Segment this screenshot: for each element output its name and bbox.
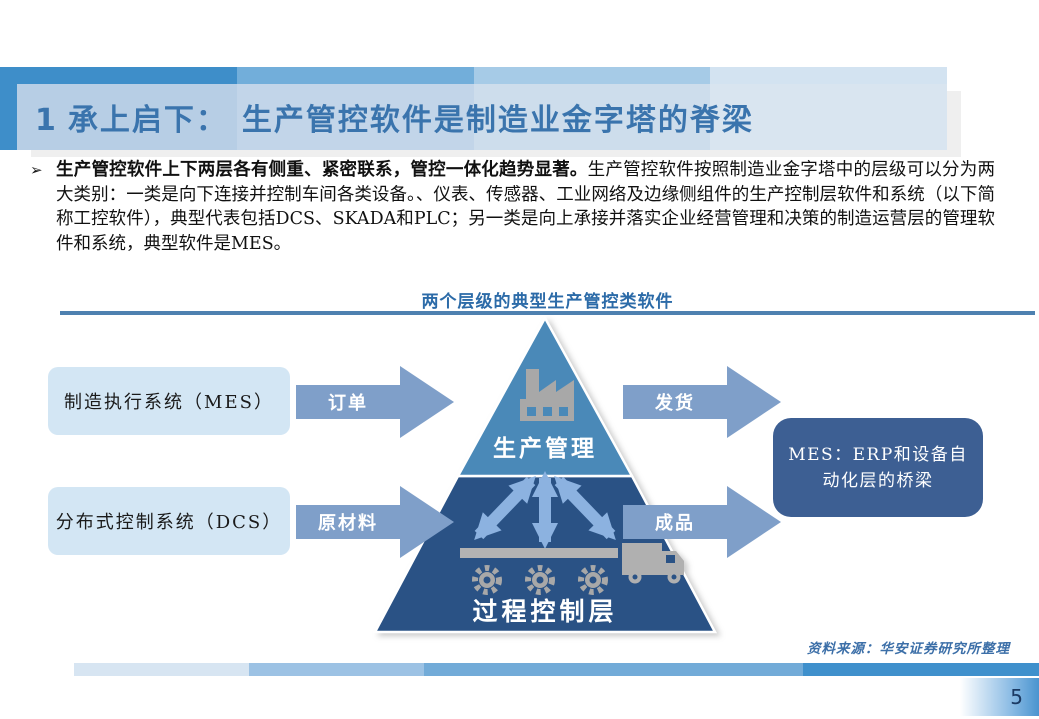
body-paragraph: 生产管控软件上下两层各有侧重、紧密联系，管控一体化趋势显著。生产管控软件按照制造… bbox=[56, 158, 995, 256]
conveyor-icon bbox=[460, 548, 618, 595]
shipment-arrow-head-icon bbox=[727, 366, 781, 438]
band-segment bbox=[0, 67, 237, 84]
finished-goods-arrow-label: 成品 bbox=[655, 513, 695, 534]
order-arrow: 订单 bbox=[296, 366, 454, 438]
gear-icon bbox=[525, 565, 555, 595]
raw-material-arrow-body: 原材料 bbox=[296, 505, 400, 539]
order-arrow-body: 订单 bbox=[296, 385, 400, 419]
shipment-arrow: 发货 bbox=[623, 366, 781, 438]
gear-icon bbox=[578, 565, 608, 595]
junction-arrows-icon bbox=[474, 471, 616, 549]
footer-decor-band bbox=[74, 663, 1039, 676]
order-arrow-label: 订单 bbox=[328, 393, 368, 414]
finished-goods-arrow: 成品 bbox=[623, 486, 781, 558]
left-accent-strip bbox=[0, 67, 17, 150]
mes-box: 制造执行系统（MES） bbox=[48, 367, 290, 435]
band-segment bbox=[803, 663, 1039, 676]
shipment-arrow-body: 发货 bbox=[623, 385, 727, 419]
dcs-box-label: 分布式控制系统（DCS） bbox=[55, 512, 283, 533]
title-bar-background bbox=[17, 84, 947, 150]
mes-note-line2: 动化层的桥梁 bbox=[822, 470, 934, 491]
factory-icon bbox=[520, 369, 574, 421]
band-segment bbox=[237, 67, 474, 84]
diagram-divider-line bbox=[60, 311, 1035, 315]
band-segment bbox=[474, 67, 710, 84]
title-number: 1 bbox=[35, 103, 58, 138]
pyramid-bottom-label: 过程控制层 bbox=[472, 597, 617, 626]
page-number-box: 5 bbox=[960, 678, 1039, 716]
page-title: 1 承上启下： 生产管控软件是制造业金字塔的脊梁 bbox=[35, 95, 754, 139]
top-decor-band bbox=[0, 67, 947, 84]
source-note: 资料来源：华安证券研究所整理 bbox=[807, 641, 1010, 657]
band-segment bbox=[74, 663, 249, 676]
dcs-box: 分布式控制系统（DCS） bbox=[48, 487, 290, 555]
band-segment bbox=[710, 67, 947, 84]
diagram-title: 两个层级的典型生产管控类软件 bbox=[421, 292, 674, 312]
pyramid-diagram: 生产管理 bbox=[372, 315, 718, 634]
mes-note-box: MES：ERP和设备自 动化层的桥梁 bbox=[773, 418, 983, 517]
mes-note-line1: MES：ERP和设备自 bbox=[788, 444, 968, 465]
finished-goods-arrow-head-icon bbox=[727, 486, 781, 558]
title-left: 承上启下： bbox=[67, 103, 228, 138]
raw-material-arrow-head-icon bbox=[400, 486, 454, 558]
raw-material-arrow: 原材料 bbox=[296, 486, 454, 558]
truck-icon bbox=[622, 543, 684, 584]
band-segment bbox=[249, 663, 424, 676]
pyramid-top-label: 生产管理 bbox=[493, 435, 597, 462]
bullet-block: ➢ 生产管控软件上下两层各有侧重、紧密联系，管控一体化趋势显著。生产管控软件按照… bbox=[30, 158, 995, 256]
band-segment bbox=[424, 663, 803, 676]
raw-material-arrow-label: 原材料 bbox=[318, 513, 378, 534]
mes-box-label: 制造执行系统（MES） bbox=[64, 392, 274, 413]
bullet-arrow-icon: ➢ bbox=[30, 161, 43, 179]
title-right: 生产管控软件是制造业金字塔的脊梁 bbox=[241, 103, 754, 138]
gear-icon bbox=[472, 565, 502, 595]
order-arrow-head-icon bbox=[400, 366, 454, 438]
finished-goods-arrow-body: 成品 bbox=[623, 505, 727, 539]
paragraph-rest: 生产管控软件按照制造业金字塔中的层级可以分为两大类别：一类是向下连接并控制车间各… bbox=[56, 160, 996, 254]
page-number: 5 bbox=[1010, 685, 1023, 709]
paragraph-lead: 生产管控软件上下两层各有侧重、紧密联系，管控一体化趋势显著。 bbox=[56, 160, 588, 180]
title-bar: 1 承上启下： 生产管控软件是制造业金字塔的脊梁 bbox=[17, 84, 947, 150]
shipment-arrow-label: 发货 bbox=[655, 393, 695, 414]
